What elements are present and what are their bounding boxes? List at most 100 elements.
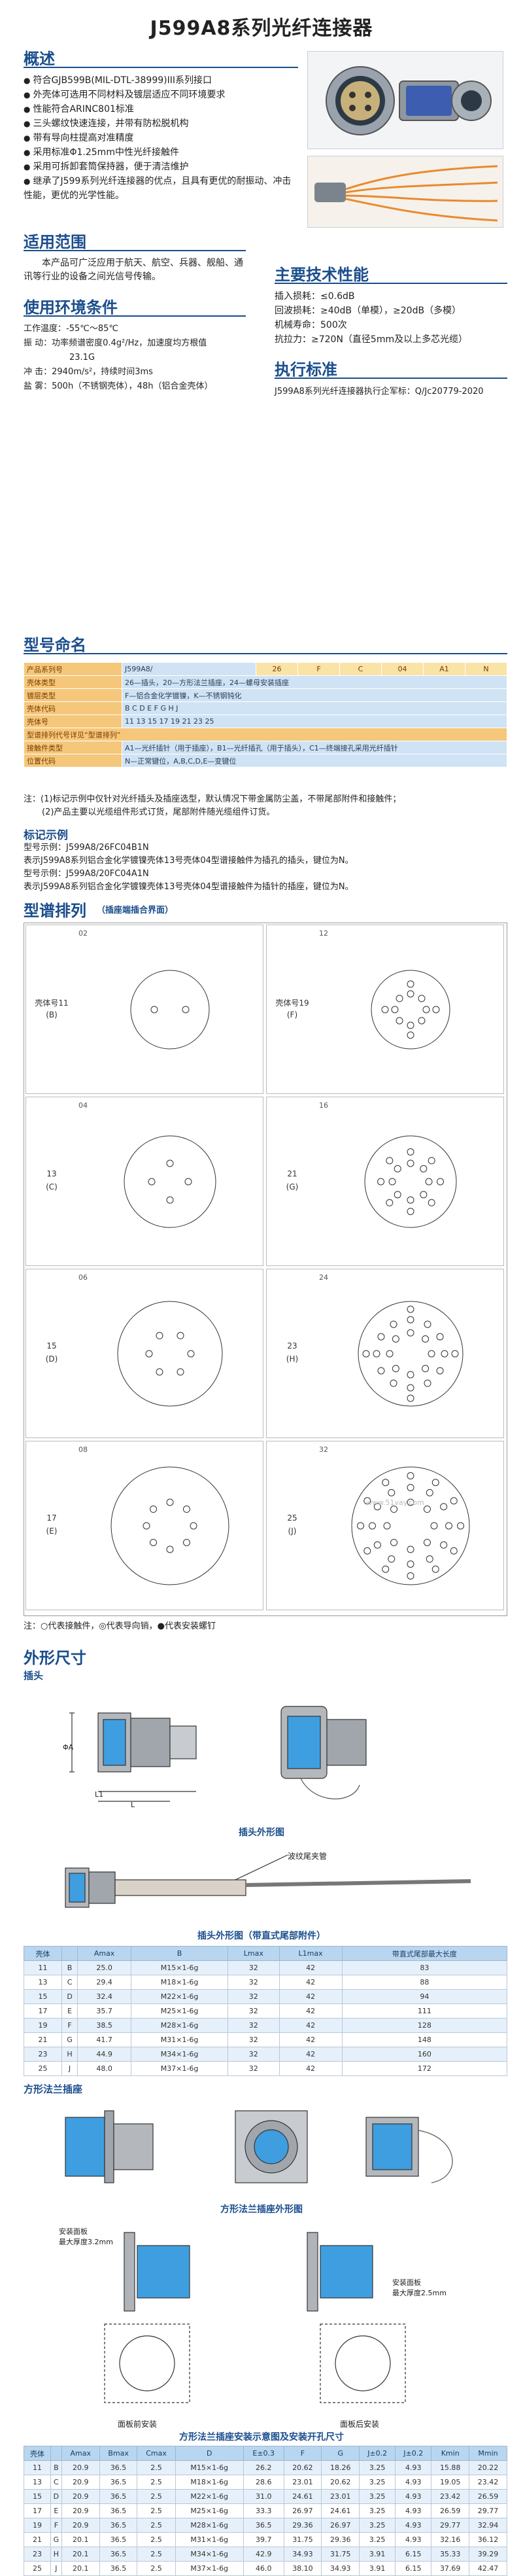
insert-outline xyxy=(110,1466,229,1585)
table-cell: 15.88 xyxy=(431,2460,470,2475)
naming-label: 壳体代码 xyxy=(24,701,122,715)
contact-cavity xyxy=(150,1506,158,1513)
env-item: 振 动：功率频谱密度0.4g²/Hz，加速度均方根值 xyxy=(24,338,207,348)
contact-cavity xyxy=(383,1522,391,1530)
layout-cell: 壳体号19(F)12 xyxy=(266,925,504,1094)
contact-cavity xyxy=(373,1350,380,1358)
contact-cavity xyxy=(166,1159,174,1167)
table-header: Kmin xyxy=(431,2446,470,2461)
naming-value: B C D E F G H J xyxy=(122,701,507,715)
contact-cavity xyxy=(407,1316,414,1324)
layout-cell-shell: 壳体号11 xyxy=(35,998,69,1008)
table-cell: 3.25 xyxy=(359,2489,396,2504)
overview-bullet: 外壳体可选用不同材料及镀层适应不同环境要求 xyxy=(24,88,298,102)
contact-cavity xyxy=(450,1497,458,1505)
application-divider xyxy=(24,250,246,251)
table-cell: 20.1 xyxy=(61,2532,100,2547)
contact-cavity xyxy=(377,1178,384,1186)
contact-cavity xyxy=(437,1178,444,1186)
table-cell: 4.93 xyxy=(395,2503,432,2518)
contact-cavity xyxy=(392,1335,399,1343)
layout-cell-shell: 17 xyxy=(46,1513,57,1523)
contact-cavity xyxy=(420,1165,428,1173)
table-cell: 20.62 xyxy=(283,2460,322,2475)
table-cell: 21 xyxy=(23,2032,63,2047)
table-header xyxy=(50,2446,62,2461)
table-cell: 36.5 xyxy=(99,2489,138,2504)
panel-label-3: 安装面板 xyxy=(392,2278,421,2287)
table-header: Mmin xyxy=(469,2446,507,2461)
table-cell: 36.5 xyxy=(99,2561,138,2576)
naming-divider xyxy=(24,653,507,654)
table-cell: 3.25 xyxy=(359,2518,396,2533)
tech-list: 插入损耗：≤0.6dB 回波损耗：≥40dB（单模），≥20dB（多模） 机械寿… xyxy=(275,289,510,347)
table-cell: C xyxy=(50,2475,62,2490)
contact-cavity xyxy=(432,1006,440,1014)
overview-bullet: 采用标准Φ1.25mm中性光纤接触件 xyxy=(24,145,298,160)
table-cell: 20.9 xyxy=(61,2460,100,2475)
plug-caption-2: 插头外形图（带直式尾部附件） xyxy=(197,1931,326,1941)
contact-cavity xyxy=(418,1017,426,1025)
table-header: 壳体 xyxy=(24,2446,51,2461)
table-header: J±0.2 xyxy=(359,2446,396,2461)
table-cell: 42 xyxy=(278,2047,343,2062)
insert-face-diagram xyxy=(358,1301,464,1407)
table-cell: 2.5 xyxy=(137,2561,176,2576)
contact-cavity xyxy=(418,995,426,1002)
env-item: 冲 击：2940m/s²，持续时间3ms xyxy=(24,367,153,377)
layout-cell-shell: 23 xyxy=(287,1341,297,1350)
table-cell: 88 xyxy=(341,1975,508,1990)
table-cell: 29.77 xyxy=(469,2503,507,2518)
panel-mount-drawing xyxy=(104,2232,406,2403)
flange-outline-drawing xyxy=(65,2110,453,2183)
layout-cell-code: (E) xyxy=(46,1526,58,1536)
table-cell: 36.5 xyxy=(99,2518,138,2533)
table-cell: 2.5 xyxy=(137,2532,176,2547)
table-cell: M22×1-6g xyxy=(131,1989,229,2004)
insert-face-diagram xyxy=(130,970,210,1050)
tech-divider xyxy=(275,283,507,284)
table-cell: 36.5 xyxy=(243,2518,284,2533)
table-cell: 4.93 xyxy=(395,2518,432,2533)
layout-cell-number: 02 xyxy=(78,929,88,938)
table-cell: M25×1-6g xyxy=(131,2003,229,2019)
table-cell: 111 xyxy=(341,2003,508,2019)
table-cell: M34×1-6g xyxy=(131,2047,229,2062)
contact-cavity xyxy=(431,1565,439,1573)
table-cell: 23.42 xyxy=(431,2489,470,2504)
overview-heading: 概述 xyxy=(24,50,55,68)
table-cell: 23.42 xyxy=(469,2475,507,2490)
table-cell: J xyxy=(50,2561,62,2576)
table-header: Cmax xyxy=(137,2446,176,2461)
naming-heading: 型号命名 xyxy=(24,636,86,654)
table-cell: 29.36 xyxy=(321,2532,360,2547)
naming-note-2: (2)产品主要以光缆组件形式订货，尾部附件随光缆组件订货。 xyxy=(42,807,275,817)
table-cell: 39.7 xyxy=(243,2532,284,2547)
contact-cavity xyxy=(166,1498,174,1506)
table-cell: 32.4 xyxy=(77,1989,132,2004)
naming-code: 04 xyxy=(381,662,424,676)
table-cell: 20.9 xyxy=(61,2503,100,2518)
table-cell: 4.93 xyxy=(395,2489,432,2504)
table-header: Lmax xyxy=(228,1946,280,1961)
connector-photo xyxy=(307,51,503,149)
table-cell: 32 xyxy=(228,2061,280,2076)
table-header: Bmax xyxy=(99,2446,138,2461)
marking-line: 型号示例：J599A8/26FC04B1N xyxy=(24,843,149,853)
table-cell: M22×1-6g xyxy=(175,2489,244,2504)
contact-cavity xyxy=(423,1506,431,1513)
tech-item: 抗拉力：≥720N（直径5mm及以上多芯光缆） xyxy=(275,334,468,345)
contact-cavity xyxy=(166,1545,174,1553)
layout-cell: 13(C)04 xyxy=(25,1097,263,1266)
layout-cell-code: (J) xyxy=(288,1526,297,1536)
insert-outline xyxy=(130,970,210,1050)
env-heading: 使用环境条件 xyxy=(24,298,118,317)
table-cell: 20.1 xyxy=(61,2547,100,2562)
table-header: D xyxy=(175,2446,244,2461)
contact-cavity xyxy=(407,1329,414,1337)
contact-cavity xyxy=(182,1006,190,1014)
